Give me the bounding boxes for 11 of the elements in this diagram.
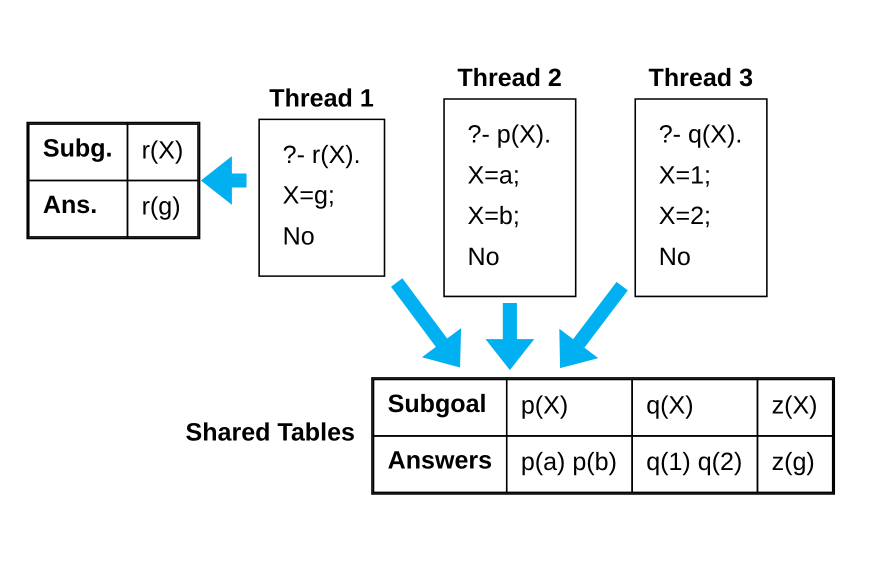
node-label: Thread 3 — [648, 64, 754, 92]
arrow — [559, 281, 628, 368]
node-box: ?- r(X). X=g; No — [258, 118, 386, 276]
arrow — [200, 156, 247, 204]
node-label: Thread 2 — [457, 64, 562, 92]
node-box: ?- q(X). X=1; X=2; No — [634, 98, 768, 297]
arrow — [485, 302, 534, 370]
node-label: Shared Tables — [185, 418, 355, 446]
arrow — [391, 278, 462, 368]
node-box: ?- p(X). X=a; X=b; No — [443, 98, 576, 297]
node-label: Thread 1 — [269, 84, 374, 112]
